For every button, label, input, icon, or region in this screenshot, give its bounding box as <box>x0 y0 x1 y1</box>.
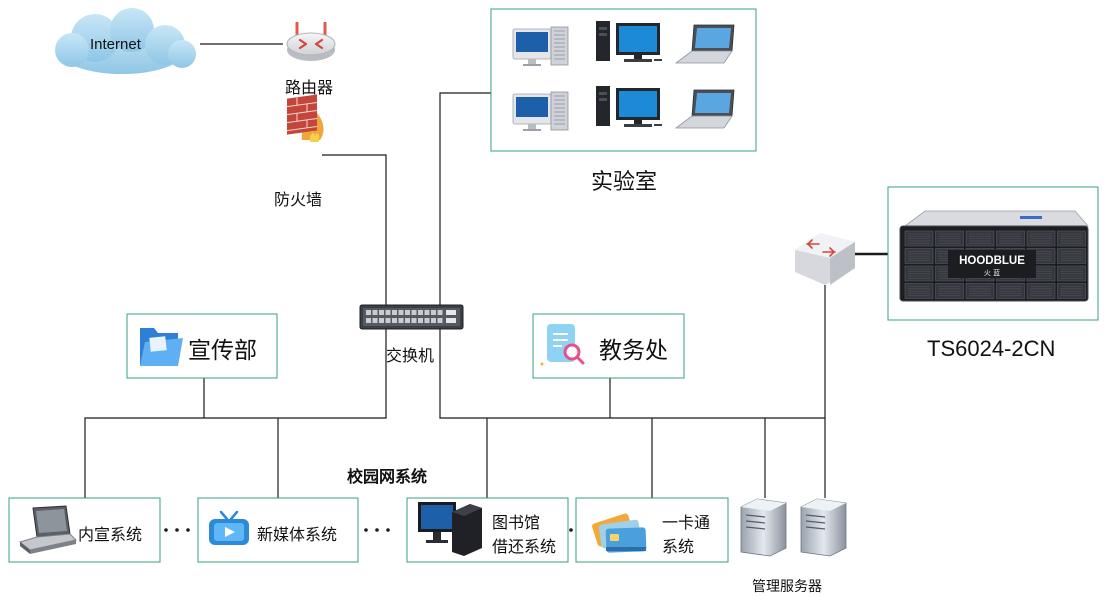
servers-label: 管理服务器 <box>752 579 822 595</box>
credit-card-icon <box>592 513 647 553</box>
tower-icon <box>550 26 569 66</box>
desktop-computer-icon <box>418 502 482 556</box>
server-icon <box>800 498 847 557</box>
monitor-icon <box>512 93 552 131</box>
laptop-icon <box>674 24 735 64</box>
laptop-icon <box>674 89 735 129</box>
firewall-label: 防火墙 <box>274 190 323 209</box>
system-label-library-1: 图书馆 <box>492 513 541 532</box>
server-icon <box>740 498 787 557</box>
monitor-icon <box>616 88 662 127</box>
dotted-links <box>164 528 573 532</box>
monitor-icon <box>616 23 662 62</box>
network-switch-icon <box>795 233 855 285</box>
folder-icon <box>140 328 183 366</box>
connection-lines <box>84 43 888 498</box>
system-label-newmedia: 新媒体系统 <box>257 525 338 544</box>
system-label-card-2: 系统 <box>662 537 695 556</box>
tower-icon <box>596 86 610 126</box>
lab-devices <box>512 21 735 131</box>
publicity-label: 宣传部 <box>188 338 257 364</box>
academic-label: 教务处 <box>599 338 668 364</box>
switch-label: 交换机 <box>386 346 435 365</box>
router-label: 路由器 <box>285 78 334 97</box>
tower-icon <box>596 21 610 61</box>
storage-model-label: TS6024-2CN <box>927 336 1056 361</box>
laptop-icon <box>18 505 78 554</box>
router-icon <box>286 22 336 61</box>
document-search-icon <box>540 324 585 366</box>
switch-icon <box>359 304 464 330</box>
firewall-icon <box>287 94 324 142</box>
storage-brand: HOODBLUE <box>959 255 1025 267</box>
lab-label: 实验室 <box>591 170 658 195</box>
system-label-library-2: 借还系统 <box>492 537 557 556</box>
tv-icon <box>209 510 249 545</box>
tower-icon <box>550 91 569 131</box>
system-label-neixuan: 内宣系统 <box>78 525 143 544</box>
internet-label: Internet <box>90 36 141 53</box>
campus-network-label: 校园网系统 <box>347 467 428 486</box>
system-label-card-1: 一卡通 <box>662 513 711 532</box>
cloud-icon <box>55 8 196 74</box>
storage-server-icon: HOODBLUE 火 蓝 <box>899 210 1089 302</box>
storage-brand-sub: 火 蓝 <box>984 268 1000 277</box>
